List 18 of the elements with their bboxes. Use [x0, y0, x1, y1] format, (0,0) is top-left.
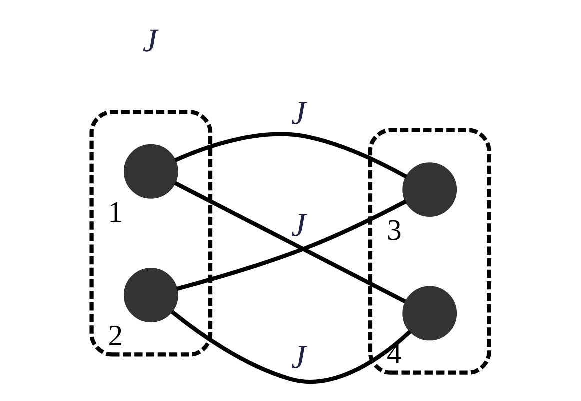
connector: [170, 310, 412, 384]
label: J: [142, 23, 158, 60]
connector: [174, 132, 408, 179]
edge-label: J: [291, 208, 306, 244]
edge-label: J: [291, 340, 306, 376]
connector: [174, 181, 406, 304]
node-circle: [124, 144, 178, 199]
node-label: 2: [108, 320, 124, 352]
cluster: [90, 110, 213, 357]
node-label: 4: [386, 338, 402, 371]
node-circle: [402, 162, 458, 217]
node-circle: [402, 286, 458, 341]
node-label: 3: [386, 214, 402, 247]
edge-label: J: [291, 96, 306, 132]
node-label: 1: [108, 196, 124, 229]
cluster: [368, 128, 492, 375]
connector: [176, 200, 407, 292]
node-circle: [124, 268, 178, 323]
